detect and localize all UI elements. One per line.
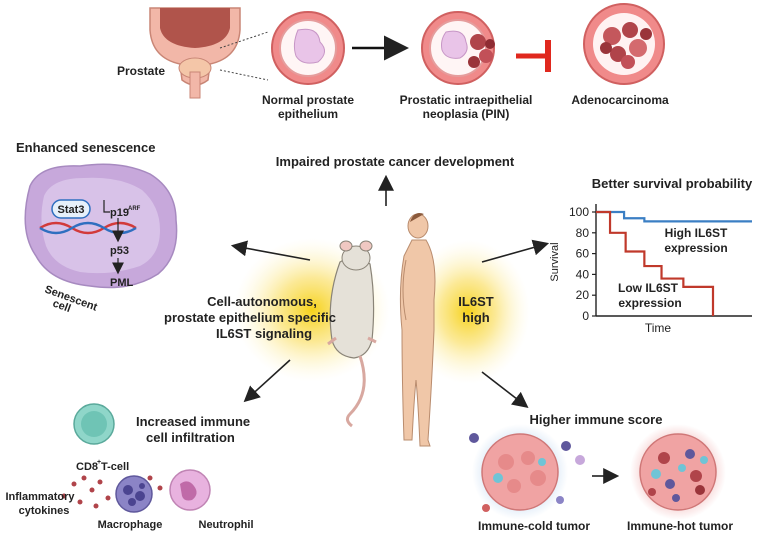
- inflammatory-label-2: cytokines: [19, 505, 70, 517]
- high-il6st-label-1: High IL6ST: [665, 226, 728, 240]
- high-il6st-label-2: expression: [664, 241, 727, 255]
- impaired-label: Impaired prostate cancer development: [276, 154, 515, 169]
- prostate-label: Prostate: [117, 64, 165, 78]
- adenocarcinoma-label: Adenocarcinoma: [571, 93, 669, 107]
- adenocarcinoma-icon: [583, 3, 665, 85]
- y-tick-label: 80: [576, 226, 590, 240]
- pml-label: PML: [110, 277, 134, 289]
- macrophage-icon: [115, 475, 153, 513]
- immune-infiltration-title-1: Increased immune: [136, 414, 250, 429]
- normal-label-1: Normal prostate: [262, 93, 354, 107]
- neutrophil-label: Neutrophil: [199, 519, 254, 531]
- immune-cold-label: Immune-cold tumor: [478, 519, 590, 533]
- pin-label-2: neoplasia (PIN): [423, 107, 510, 121]
- arrow-lower-left: [243, 359, 291, 403]
- cell-autonomous-line-1: Cell-autonomous,: [207, 294, 317, 309]
- human-icon: [399, 213, 436, 447]
- immune-infiltration-title-2: cell infiltration: [146, 430, 235, 445]
- arrow-upper-right: [481, 239, 550, 263]
- il6st-high-line-2: high: [462, 310, 489, 325]
- zoom-line-bottom: [219, 69, 269, 81]
- low-il6st-series-line: [596, 210, 715, 316]
- arrow-upper-left: [230, 240, 311, 261]
- stat3-label: Stat3: [58, 204, 85, 216]
- y-tick-label: 100: [569, 205, 589, 219]
- cd8-label: CD8: [76, 461, 98, 473]
- arrow-lower-right: [481, 371, 529, 408]
- immune-score-title: Higher immune score: [530, 412, 663, 427]
- y-tick-label: 0: [582, 309, 589, 323]
- immune-cold-tumor-icon: [469, 424, 585, 520]
- survival-chart: 0 20 40 60 80 100: [569, 204, 752, 323]
- y-tick-label: 40: [576, 267, 590, 281]
- macrophage-label: Macrophage: [98, 519, 163, 531]
- inflammatory-label-1: Inflammatory: [5, 491, 75, 503]
- cell-autonomous-line-2: prostate epithelium specific: [164, 310, 336, 325]
- survival-ylabel: Survival: [549, 242, 561, 281]
- y-tick-label: 60: [576, 247, 590, 261]
- low-il6st-label-1: Low IL6ST: [618, 281, 679, 295]
- cd8-sup-label: +: [97, 459, 101, 466]
- inhibition-icon: [516, 40, 551, 72]
- p19-sup-label: ARF: [128, 206, 141, 212]
- normal-epithelium-icon: [271, 11, 345, 85]
- normal-label-2: epithelium: [278, 107, 338, 121]
- p53-label: p53: [110, 245, 129, 257]
- il6st-high-line-1: IL6ST: [458, 294, 493, 309]
- pin-icon: [421, 11, 495, 85]
- survival-title: Better survival probability: [592, 176, 753, 191]
- low-il6st-label-2: expression: [618, 296, 681, 310]
- mouse-icon: [327, 240, 377, 428]
- survival-xlabel: Time: [645, 321, 672, 335]
- immune-hot-tumor-icon: [630, 424, 726, 520]
- cd8-rest-label: T-cell: [101, 461, 129, 473]
- senescent-cell-icon: [24, 163, 178, 289]
- senescent-cell-label-1: Senescent: [43, 284, 99, 314]
- high-il6st-series-line: [596, 210, 752, 223]
- glow-right: [406, 240, 530, 384]
- prostate-organ-icon: [149, 7, 241, 99]
- zoom-line-top: [219, 31, 269, 49]
- cd8-t-cell-icon: [73, 403, 115, 445]
- cell-autonomous-line-3: IL6ST signaling: [216, 326, 312, 341]
- pin-label-1: Prostatic intraepithelial: [400, 93, 533, 107]
- immune-hot-label: Immune-hot tumor: [627, 519, 733, 533]
- senescence-title: Enhanced senescence: [16, 140, 155, 155]
- p19-label: p19: [110, 207, 129, 219]
- neutrophil-icon: [169, 469, 211, 511]
- senescent-cell-label-2: cell: [51, 298, 72, 316]
- y-tick-label: 20: [576, 288, 590, 302]
- cytokine-dots: [61, 475, 163, 509]
